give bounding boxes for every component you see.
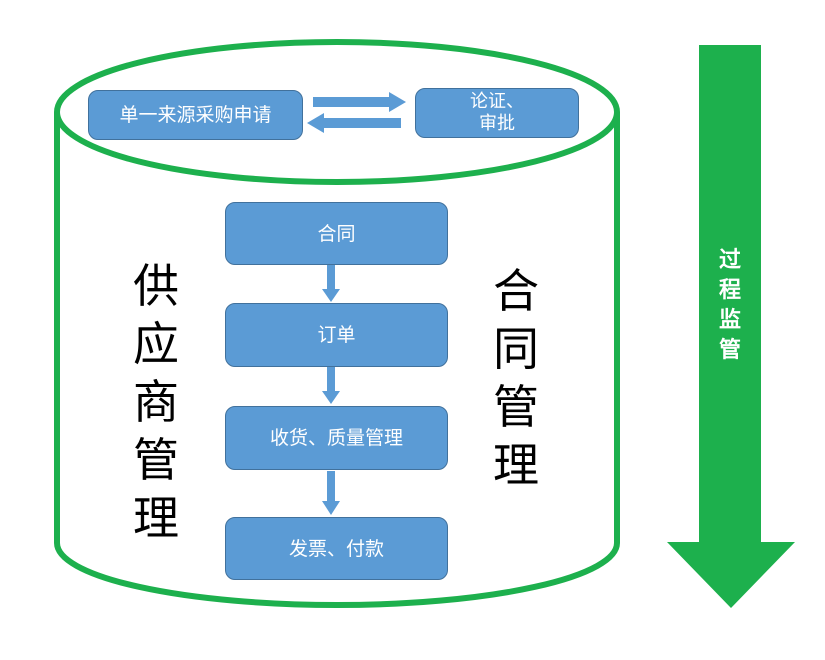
contract-mgmt-char: 理 bbox=[493, 438, 539, 492]
cylinder-body bbox=[54, 112, 620, 608]
contract-mgmt-char: 同 bbox=[493, 322, 539, 376]
single-source-application-box: 单一来源采购申请 bbox=[88, 90, 303, 140]
review-line-2: 审批 bbox=[479, 113, 515, 134]
arrow-right bbox=[313, 92, 406, 112]
review-line-1: 论证、 bbox=[470, 91, 524, 112]
arrow-left bbox=[307, 113, 401, 133]
flow-arrow-3 bbox=[322, 471, 340, 515]
contract-box: 合同 bbox=[225, 202, 448, 265]
review-approval-box: 论证、 审批 bbox=[415, 88, 579, 138]
supplier-management-label: 供 应 商 管 理 bbox=[128, 257, 184, 547]
contract-mgmt-char: 管 bbox=[493, 380, 539, 434]
monitor-char: 监 bbox=[718, 308, 741, 333]
supplier-char: 应 bbox=[133, 317, 179, 371]
supplier-char: 供 bbox=[133, 259, 179, 313]
supplier-char: 商 bbox=[133, 375, 179, 429]
flow-arrow-2 bbox=[322, 367, 340, 404]
flow-arrow-1 bbox=[322, 265, 340, 302]
invoice-payment-box: 发票、付款 bbox=[225, 517, 448, 580]
contract-mgmt-char: 合 bbox=[493, 264, 539, 318]
monitor-char: 过 bbox=[718, 248, 741, 273]
process-monitor-label: 过 程 监 管 bbox=[715, 246, 745, 366]
order-box: 订单 bbox=[225, 303, 448, 367]
receiving-quality-box: 收货、质量管理 bbox=[225, 406, 448, 470]
supplier-char: 理 bbox=[133, 491, 179, 545]
monitor-char: 管 bbox=[718, 338, 741, 363]
process-monitor-arrow bbox=[667, 45, 795, 608]
supplier-char: 管 bbox=[133, 433, 179, 487]
monitor-char: 程 bbox=[718, 278, 741, 303]
cylinder-top bbox=[54, 39, 620, 185]
contract-management-label: 合 同 管 理 bbox=[488, 262, 544, 494]
